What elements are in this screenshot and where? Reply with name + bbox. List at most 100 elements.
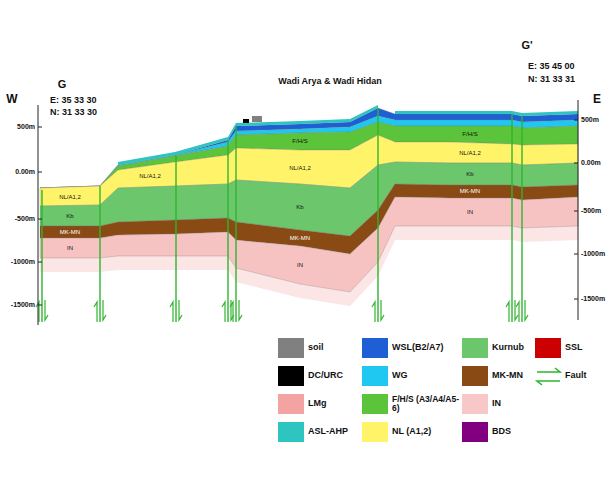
axis-tick-label: 500m — [581, 116, 599, 124]
axis-tick-label: -500m — [581, 207, 601, 215]
legend-text: LMg — [308, 399, 327, 409]
axis-tick — [38, 127, 42, 128]
fault-arrow — [230, 302, 233, 322]
legend-text: SSL — [565, 343, 583, 353]
axis-line — [578, 100, 579, 320]
fault-line — [521, 116, 522, 322]
layer-label: NL/A1,2 — [139, 173, 161, 180]
fault-line — [41, 190, 42, 322]
axis-tick-label: -1500m — [581, 295, 605, 303]
axis-tick — [38, 172, 42, 173]
legend-text: Kurnub — [492, 343, 524, 353]
direction-letter: E — [593, 93, 601, 106]
fault-arrow — [381, 300, 384, 320]
legend-swatch — [362, 394, 388, 414]
layer-label: Kb — [66, 213, 73, 220]
axis-tick — [574, 299, 578, 300]
fault-arrow — [170, 302, 173, 322]
fault-symbol — [537, 368, 560, 385]
layer-label: NL/A1,2 — [459, 150, 481, 157]
layer-label: Kb — [466, 171, 473, 178]
layer-label: F/H/S — [462, 131, 477, 138]
axis-tick — [38, 262, 42, 263]
legend-swatch — [462, 338, 488, 358]
axis-tick-label: -1500m — [11, 301, 35, 309]
axis-tick — [38, 219, 42, 220]
axis-tick — [574, 211, 578, 212]
legend-text: WG — [392, 371, 408, 381]
legend-swatch — [462, 422, 488, 442]
axis-tick-label: 500m — [17, 123, 35, 131]
fault-line — [99, 186, 100, 322]
legend-text: MK-MN — [492, 371, 523, 381]
legend-swatch — [278, 422, 304, 442]
legend-text: BDS — [492, 427, 511, 437]
axis-tick-label: 0.00m — [15, 168, 35, 176]
direction-letter: W — [6, 93, 17, 106]
legend-text: IN — [492, 399, 501, 409]
legend-swatch — [535, 338, 561, 358]
axis-tick — [574, 254, 578, 255]
axis-tick — [574, 120, 578, 121]
faults — [36, 108, 528, 322]
coordinate-label: E: 35 33 30 — [50, 96, 97, 106]
axis-tick — [38, 305, 42, 306]
section-end-label: G — [58, 78, 67, 90]
legend-swatch — [462, 366, 488, 386]
fault-arrow — [45, 300, 48, 320]
coordinate-label: E: 35 45 00 — [528, 62, 575, 72]
legend-text: soil — [308, 343, 324, 353]
legend-text: Fault — [565, 371, 587, 381]
asl-strip — [395, 111, 578, 116]
fault-arrow — [179, 300, 182, 320]
layer-label: NL/A1,2 — [289, 165, 311, 172]
layer-label: MK-MN — [290, 235, 310, 242]
dc-patch — [243, 119, 249, 123]
fault-arrow — [506, 302, 509, 322]
legend-swatch — [278, 394, 304, 414]
legend-text: ASL-AHP — [308, 427, 348, 437]
coordinate-label: N: 31 33 31 — [528, 75, 575, 85]
section-title: Wadi Arya & Wadi Hidan — [278, 77, 382, 87]
legend-text: NL (A1,2) — [392, 427, 431, 437]
legend-swatch — [362, 338, 388, 358]
fault-arrow — [372, 302, 375, 322]
layers — [40, 105, 578, 306]
axis-tick — [574, 163, 578, 164]
fault-arrow — [94, 302, 97, 322]
legend-swatch — [362, 422, 388, 442]
asl-strip — [118, 105, 378, 165]
fault-line — [227, 140, 228, 322]
fault-arrow — [222, 302, 225, 322]
layer-label: NL/A1,2 — [59, 194, 81, 201]
axis-tick-label: 0.00m — [581, 159, 601, 167]
layer-label: F/H/S — [292, 138, 307, 145]
axis-tick-label: -1000m — [581, 250, 605, 258]
in-layer — [40, 197, 578, 292]
legend-text: WSL(B2/A7) — [392, 343, 444, 353]
layer-label: MK-MN — [60, 229, 80, 236]
layer-label: IN — [297, 262, 303, 269]
axis-tick-label: -500m — [15, 215, 35, 223]
fault-arrow — [239, 300, 242, 320]
legend-swatch — [362, 366, 388, 386]
fault-line — [377, 108, 378, 322]
legend-swatch — [278, 338, 304, 358]
fault-arrow — [516, 302, 519, 322]
fault-arrow — [515, 300, 518, 320]
layer-label: IN — [467, 209, 473, 216]
axis-tick-label: -1000m — [11, 258, 35, 266]
legend-swatch — [462, 394, 488, 414]
axes — [38, 100, 578, 325]
fault-line — [511, 114, 512, 322]
fault-line — [175, 155, 176, 322]
legend-swatch — [278, 366, 304, 386]
fault-arrow — [103, 300, 106, 320]
legend-text: DC/URC — [308, 371, 343, 381]
axis-line — [38, 105, 39, 325]
layer-label: IN — [67, 245, 73, 252]
section-end-label: G' — [521, 39, 532, 51]
coordinate-label: N: 31 33 30 — [50, 108, 97, 118]
legend-text: F/H/S (A3/A4/A5-6) — [392, 395, 462, 414]
